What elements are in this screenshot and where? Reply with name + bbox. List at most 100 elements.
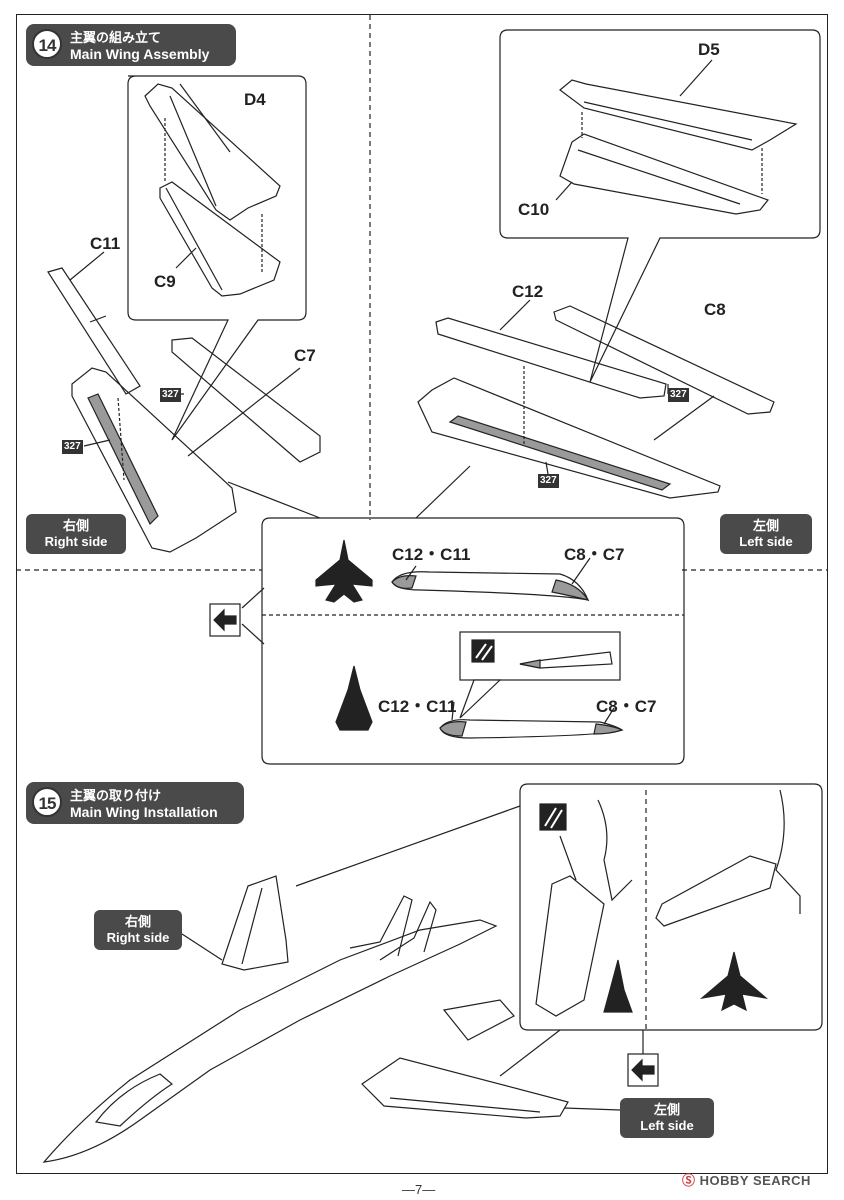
airfoil-swept-te xyxy=(593,723,624,735)
step-15-number: 15 xyxy=(32,787,62,817)
callout-box-d5-c10 xyxy=(499,29,821,383)
callout-box-d4-c9 xyxy=(127,75,307,441)
paint-ref-327-3: 327 xyxy=(668,388,689,402)
side-left-en-15: Left side xyxy=(640,1118,694,1133)
airfoil-swept-leader-1 xyxy=(451,701,455,721)
part-label-d5: D5 xyxy=(698,40,720,59)
aircraft-tail-1 xyxy=(349,895,413,957)
watermark: Ⓢ HOBBY SEARCH xyxy=(682,1170,811,1189)
side-left-jp: 左側 xyxy=(752,518,779,533)
c9-leader xyxy=(175,247,197,269)
part-d4-shape xyxy=(144,83,281,221)
ref-leader-left-2 xyxy=(545,461,549,475)
aircraft-right-wing xyxy=(221,875,289,971)
label-c8-c7-spread: C8・C7 xyxy=(564,545,625,564)
airfoil-spread-te xyxy=(551,579,590,601)
sand-icon-15 xyxy=(539,803,567,831)
paint-ref-327-2: 327 xyxy=(62,440,83,454)
aircraft-left-wing xyxy=(361,1057,569,1119)
left-wing-paint-area xyxy=(448,415,672,491)
step-15-title-jp: 主翼の取り付け xyxy=(70,788,162,803)
part-c11-shape xyxy=(47,267,141,395)
c10-leader xyxy=(555,181,573,201)
d4-leader xyxy=(179,83,231,153)
right-wing-shape xyxy=(71,367,237,553)
side-leader-right-15 xyxy=(181,933,223,961)
airfoil-swept-le xyxy=(439,721,467,737)
part-c9-shape xyxy=(159,181,281,297)
airfoil-swept-leader-2 xyxy=(603,707,615,725)
step-14-header: 14 主翼の組み立て Main Wing Assembly xyxy=(26,24,236,66)
detail-fuselage-1 xyxy=(597,799,633,902)
left-wing-edge-15 xyxy=(389,1097,541,1113)
detail-pointer-bottom xyxy=(499,1029,561,1077)
page-frame xyxy=(16,14,828,1174)
aircraft-swept-icon xyxy=(335,665,373,731)
watermark-text: HOBBY SEARCH xyxy=(699,1173,811,1188)
airfoil-spread-le xyxy=(391,575,417,589)
label-c12-c11-swept: C12・C11 xyxy=(378,697,457,716)
side-right-jp: 右側 xyxy=(62,518,89,533)
side-right-en-15: Right side xyxy=(106,930,170,945)
label-c12-c11-spread: C12・C11 xyxy=(392,545,471,564)
side-leader-left-15 xyxy=(563,1107,621,1111)
swap-link-bottom xyxy=(241,623,265,645)
swap-link-top xyxy=(241,587,265,609)
airfoil-spread-leader-1 xyxy=(405,565,417,581)
c11-detail xyxy=(89,315,107,323)
aircraft-swept-icon-15 xyxy=(603,959,633,1013)
part-c12-shape xyxy=(435,317,667,399)
aircraft-spread-icon xyxy=(315,539,373,603)
d5-leader xyxy=(679,59,713,97)
c10-edge xyxy=(577,149,741,205)
side-left-en: Left side xyxy=(739,534,793,549)
aircraft-canopy xyxy=(94,1073,174,1127)
step-14-title-jp: 主翼の組み立て xyxy=(70,30,162,45)
pointer-left-to-box xyxy=(415,465,471,519)
part-label-c12: C12 xyxy=(512,282,544,301)
side-label-right-14: 右側 Right side xyxy=(26,514,126,554)
side-label-left-15: 左側 Left side xyxy=(620,1098,714,1138)
inset-pointer xyxy=(459,679,502,719)
airfoil-spread-leader-2 xyxy=(571,557,591,585)
inset-detail-box xyxy=(459,631,621,681)
step-14-title-en: Main Wing Assembly xyxy=(70,46,210,62)
detail-box-15 xyxy=(519,783,823,1031)
part-label-c8: C8 xyxy=(704,300,726,319)
step-15-header: 15 主翼の取り付け Main Wing Installation xyxy=(26,782,244,824)
right-wing-edge-15 xyxy=(241,887,263,965)
paint-ref-327-1: 327 xyxy=(160,388,181,402)
aircraft-spread-icon-15 xyxy=(699,951,769,1012)
part-label-c9: C9 xyxy=(154,272,176,291)
part-c10-shape xyxy=(559,133,769,215)
cross-section-box xyxy=(261,517,685,765)
label-c8-c7-swept: C8・C7 xyxy=(596,697,657,716)
watermark-logo-icon: Ⓢ xyxy=(682,1173,696,1188)
aircraft-tail-2 xyxy=(379,900,437,961)
part-label-d4: D4 xyxy=(244,90,266,109)
left-wing-shape xyxy=(417,377,721,499)
c8-leader xyxy=(653,395,715,441)
detail-fuselage-2 xyxy=(775,789,801,914)
part-label-c11: C11 xyxy=(90,234,121,253)
step-14-number: 14 xyxy=(32,29,62,59)
aircraft-stabilizer xyxy=(442,999,515,1041)
right-wing-arrow xyxy=(117,397,125,481)
side-right-jp-15: 右側 xyxy=(124,914,151,929)
c9-edge xyxy=(165,187,223,291)
detail-sand-leader xyxy=(559,835,577,881)
detail-pointer-top xyxy=(295,805,521,887)
pointer-right-to-box xyxy=(227,481,321,519)
aircraft-fuselage xyxy=(42,919,498,1163)
c11-leader xyxy=(69,251,105,281)
page-number: —7— xyxy=(402,1182,436,1197)
detail-wing-extended xyxy=(535,875,605,1017)
step-15-title-en: Main Wing Installation xyxy=(70,804,218,820)
part-label-c7: C7 xyxy=(294,346,316,365)
part-c7-shape xyxy=(171,337,321,463)
part-d5-shape xyxy=(559,79,798,151)
side-left-jp-15: 左側 xyxy=(653,1102,680,1117)
part-label-c10: C10 xyxy=(518,200,550,219)
side-label-right-15: 右側 Right side xyxy=(94,910,182,950)
